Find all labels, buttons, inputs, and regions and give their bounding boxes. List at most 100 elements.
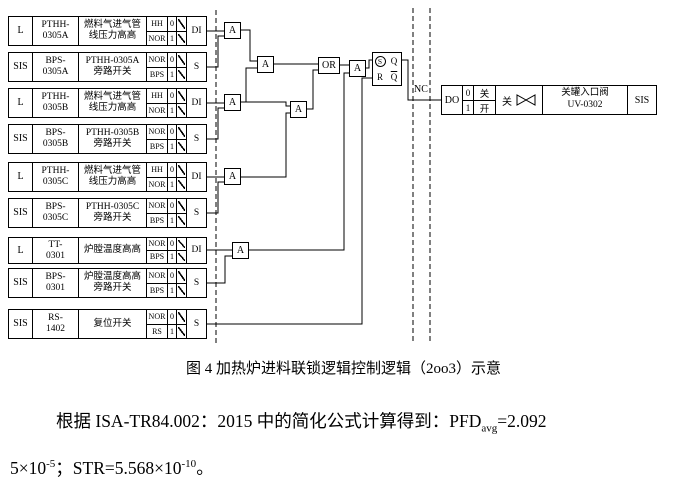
logic-diagram: L PTHH- 0305A 燃料气进气管 线压力高高 HH 0 NOR 1 — [8, 8, 657, 344]
instrument-tag: RS- 1402 — [32, 309, 79, 339]
state-table: HH 0 NOR 1 — [146, 16, 187, 46]
do-state-value: 0 — [463, 86, 474, 100]
valve-icon — [516, 94, 536, 106]
state-row: NOR 0 — [147, 310, 186, 324]
io-type: DI — [186, 88, 207, 118]
state-value: 1 — [168, 31, 177, 45]
signal-description: PTHH-0305A 旁路开关 — [78, 52, 147, 82]
desc-line1: 炉膛温度高高 — [83, 245, 141, 256]
latch-q-label: Q — [390, 56, 398, 66]
transition-mark-icon — [177, 104, 186, 118]
state-value: 1 — [168, 324, 177, 338]
instrument-tag: TT- 0301 — [32, 237, 79, 264]
do-state-row: 1 开 — [463, 100, 495, 115]
desc-line2: 旁路开关 — [93, 139, 132, 149]
state-value: 1 — [168, 283, 177, 297]
transition-mark-icon — [177, 251, 186, 263]
signal-description: PTHH-0305B 旁路开关 — [78, 124, 147, 154]
signal-description: 燃料气进气管 线压力高高 — [78, 162, 147, 192]
state-label: HH — [147, 163, 168, 177]
final-element-chain: DO 0 关 1 开 关 关罐入口阀 UV-030 — [441, 85, 657, 115]
state-value: 0 — [168, 199, 177, 213]
figure-caption: 图 4 加热炉进料联锁逻辑控制逻辑（2oo3）示意 — [185, 361, 501, 377]
desc-line1: 复位开关 — [93, 318, 132, 329]
state-row: NOR 1 — [147, 30, 186, 46]
state-value: 0 — [168, 53, 177, 67]
io-type: S — [186, 198, 207, 228]
transition-mark-icon — [177, 310, 186, 324]
desc-line2: 线压力高高 — [88, 31, 137, 41]
tag-line1: PTHH- — [41, 166, 70, 177]
body-text: ；STR=5.568×10 — [55, 457, 182, 478]
state-row: RS 1 — [147, 323, 186, 339]
state-row: NOR 1 — [147, 102, 186, 118]
nc-label: NC — [414, 84, 428, 95]
signal-description: PTHH-0305C 旁路开关 — [78, 198, 147, 228]
transition-mark-icon — [177, 238, 186, 250]
state-label: NOR — [147, 199, 168, 213]
sr-latch: S Q R Q — [372, 52, 402, 86]
state-table: NOR 0 BPS 1 — [146, 198, 187, 228]
desc-line1: PTHH-0305B — [85, 128, 140, 139]
instrument-tag: BPS- 0305A — [32, 52, 79, 82]
input-row: L PTHH- 0305C 燃料气进气管 线压力高高 HH 0 NOR 1 — [8, 162, 207, 192]
valve-tag: UV-0302 — [567, 100, 603, 110]
desc-line2: 线压力高高 — [88, 177, 137, 187]
state-value: 1 — [168, 139, 177, 153]
body-text: 5×10 — [10, 457, 47, 478]
input-row: L TT- 0301 炉膛温度高高 NOR 0 BPS 1 — [8, 237, 207, 264]
state-label: RS — [147, 324, 168, 338]
and-gate: A — [224, 22, 241, 39]
io-type: S — [186, 309, 207, 339]
source-label: SIS — [8, 198, 33, 228]
desc-line2: 旁路开关 — [93, 283, 132, 293]
body-text: 根据 ISA-TR84.002：2015 中的简化公式计算得到：PFD — [56, 411, 482, 431]
state-value: 1 — [168, 67, 177, 81]
state-label: BPS — [147, 251, 168, 263]
state-row: BPS 1 — [147, 138, 186, 154]
transition-mark-icon — [177, 68, 186, 82]
transition-mark-icon — [177, 199, 186, 213]
instrument-tag: PTHH- 0305A — [32, 16, 79, 46]
pfd-subscript: avg — [481, 422, 498, 435]
transition-mark-icon — [177, 53, 186, 67]
input-row: SIS BPS- 0305A PTHH-0305A 旁路开关 NOR 0 BPS… — [8, 52, 207, 82]
source-label: L — [8, 237, 33, 264]
desc-line2: 旁路开关 — [93, 213, 132, 223]
input-row: SIS BPS- 0305C PTHH-0305C 旁路开关 NOR 0 BPS… — [8, 198, 207, 228]
transition-mark-icon — [177, 325, 186, 339]
state-row: BPS 1 — [147, 212, 186, 227]
transition-mark-icon — [177, 140, 186, 154]
desc-line1: 燃料气进气管 — [83, 166, 141, 177]
transition-mark-icon — [177, 89, 186, 103]
tag-line1: BPS- — [45, 202, 66, 213]
source-label: SIS — [8, 309, 33, 339]
instrument-tag: BPS- 0301 — [32, 268, 79, 298]
state-row: HH 0 — [147, 17, 186, 31]
source-label: SIS — [8, 52, 33, 82]
transition-mark-icon — [177, 284, 186, 298]
desc-line1: 燃料气进气管 — [83, 92, 141, 103]
instrument-tag: PTHH- 0305B — [32, 88, 79, 118]
valve-name: 关罐入口阀 — [561, 88, 609, 99]
transition-mark-icon — [177, 32, 186, 46]
tag-line1: BPS- — [45, 272, 66, 283]
state-value: 1 — [168, 103, 177, 117]
state-value: 0 — [168, 238, 177, 250]
tag-line2: 0305B — [42, 139, 69, 149]
state-row: BPS 1 — [147, 66, 186, 82]
state-table: NOR 0 BPS 1 — [146, 237, 187, 264]
state-value: 0 — [168, 125, 177, 139]
latch-qbar-label: Q — [390, 72, 398, 82]
state-row: NOR 1 — [147, 176, 186, 191]
tag-line2: 0305B — [42, 103, 69, 113]
and-gate: A — [290, 101, 307, 118]
io-type: DI — [186, 16, 207, 46]
source-label: L — [8, 162, 33, 192]
state-value: 0 — [168, 17, 177, 31]
instrument-tag: PTHH- 0305C — [32, 162, 79, 192]
signal-description: 燃料气进气管 线压力高高 — [78, 88, 147, 118]
input-row: L PTHH- 0305A 燃料气进气管 线压力高高 HH 0 NOR 1 — [8, 16, 207, 46]
transition-mark-icon — [177, 269, 186, 283]
